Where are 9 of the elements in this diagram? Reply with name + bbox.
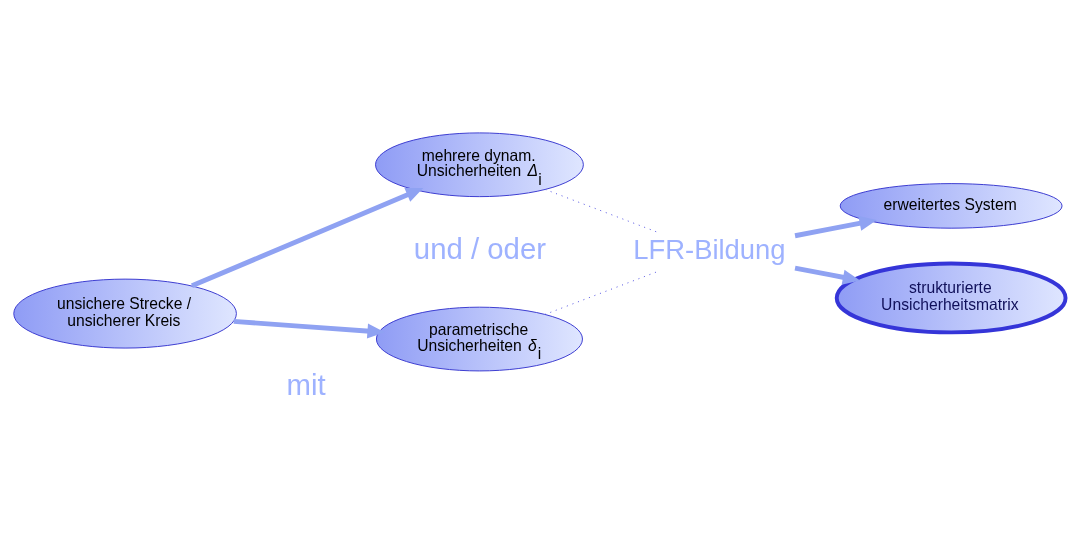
- arrow: [191, 187, 424, 289]
- label: mit: [286, 368, 326, 402]
- connector: [544, 189, 660, 234]
- node-text: LFR-Bildung: [633, 233, 786, 265]
- arrow: [794, 215, 877, 239]
- node-ellipse: strukturierte Unsicherheitsmatrix: [834, 261, 1068, 335]
- label: und / oder: [413, 232, 547, 266]
- arrow: [794, 265, 861, 285]
- node-ellipse: unsichere Strecke / unsicherer Kreis: [13, 278, 237, 349]
